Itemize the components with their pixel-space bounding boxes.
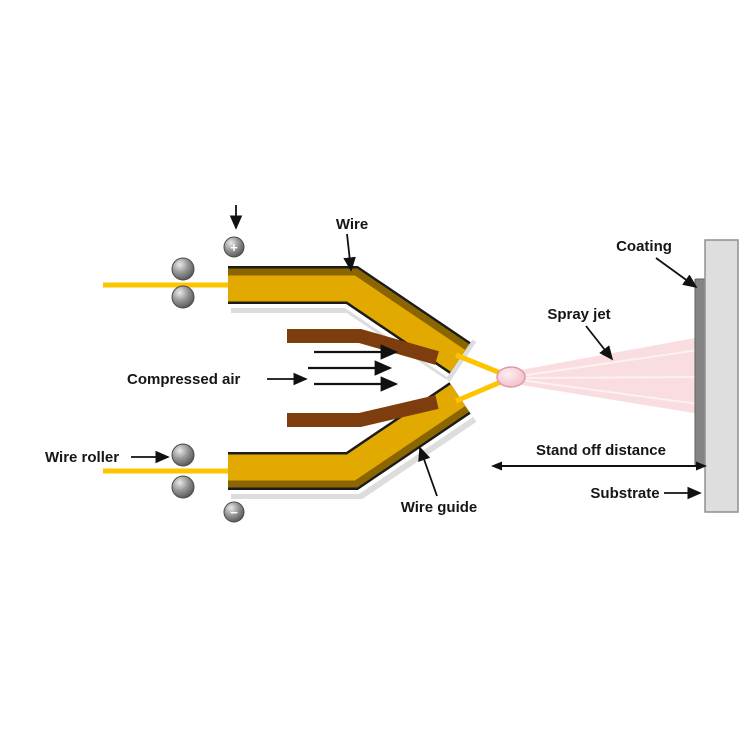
stand-off-right-arrowhead [696, 461, 707, 471]
coating-label-arrow [655, 257, 698, 289]
bottom-guide-dark-edge [228, 406, 469, 488]
compressed-air-arrows [308, 344, 399, 392]
plus-sign: + [230, 240, 238, 255]
substrate-label: Substrate [590, 485, 659, 502]
bottom-wire-guide [228, 378, 477, 499]
bottom-roller-lower [171, 475, 195, 499]
positive-electrode-badge: + [223, 236, 245, 258]
wire-roller-label: Wire roller [45, 449, 119, 466]
stand-off-distance-label: Stand off distance [536, 442, 666, 459]
compressed-air-label: Compressed air [127, 371, 241, 388]
bottom-guide-body [228, 384, 470, 488]
coating-label: Coating [616, 238, 672, 255]
substrate-plate [704, 239, 739, 513]
spray-cone-streaks [519, 349, 699, 405]
top-wire-guide [228, 262, 477, 382]
spray-jet-cone [515, 337, 700, 414]
stand-off-distance-arrow [491, 461, 707, 471]
spray-jet-label-arrow [585, 325, 614, 361]
wire-guide-label-arrow [418, 446, 438, 497]
wire-rollers [171, 257, 195, 499]
minus-sign: − [230, 505, 238, 520]
spray-jet-label: Spray jet [547, 306, 610, 323]
negative-electrode-badge: − [223, 501, 245, 523]
stand-off-left-arrowhead [491, 461, 502, 471]
plus-badge-circle [223, 236, 245, 258]
minus-badge-circle [223, 501, 245, 523]
labels: Wire Coating Spray jet Compressed air Wi… [45, 216, 707, 516]
top-roller-upper [171, 257, 195, 281]
bottom-air-nozzle [287, 395, 439, 427]
spray-cone-shape [515, 337, 700, 414]
wire-guide-label: Wire guide [401, 499, 478, 516]
top-guide-body [228, 268, 470, 372]
top-roller-lower [171, 285, 195, 309]
wire-label-arrow [343, 233, 356, 272]
top-air-nozzle [287, 329, 439, 365]
top-guide-dark-edge [228, 268, 469, 350]
bottom-roller-upper [171, 443, 195, 467]
wire-label: Wire [336, 216, 368, 233]
molten-droplet [496, 366, 526, 388]
